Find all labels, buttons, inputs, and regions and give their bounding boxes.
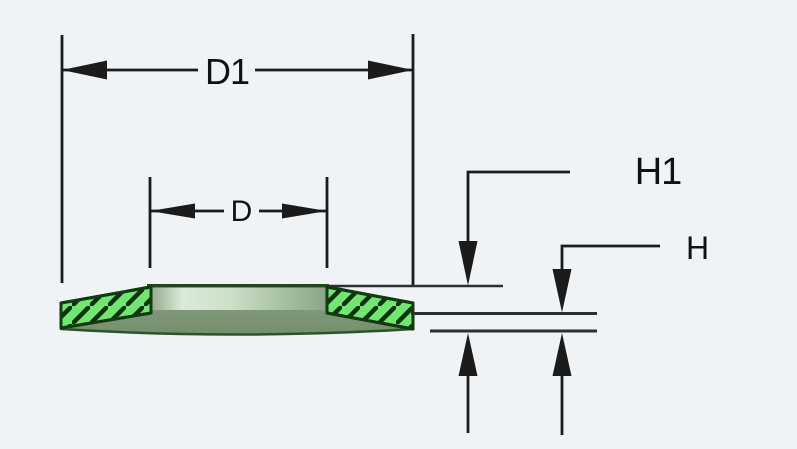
- d1-arrow-left-icon: [62, 60, 107, 80]
- label-thickness: H: [685, 230, 709, 266]
- h-arrow-up-icon: [552, 333, 572, 376]
- d-arrow-right-icon: [282, 203, 327, 219]
- washer-right-section-hatch: [325, 285, 415, 331]
- dimension-d1: [60, 34, 415, 285]
- washer-bore-wall: [151, 287, 327, 310]
- label-outer-diameter: D1: [204, 51, 250, 92]
- dimension-d: [148, 177, 329, 268]
- h-arrow-down-icon: [552, 269, 572, 313]
- label-free-height: H1: [634, 151, 683, 193]
- dimension-h1: [458, 170, 570, 433]
- d1-arrow-right-icon: [368, 60, 413, 80]
- reference-lines: [329, 284, 597, 333]
- h1-arrow-down-icon: [458, 241, 478, 286]
- h-leader-line: [560, 244, 660, 272]
- label-inner-diameter: D: [230, 195, 253, 228]
- h1-leader-line: [466, 170, 570, 246]
- washer-left-section-hatch: [59, 285, 153, 330]
- h1-arrow-up-icon: [458, 333, 478, 376]
- washer-right-section: [325, 285, 415, 331]
- d-arrow-left-icon: [150, 203, 195, 219]
- washer-cross-section: [59, 284, 415, 336]
- washer-left-section: [59, 285, 153, 330]
- dimension-h: [552, 244, 660, 435]
